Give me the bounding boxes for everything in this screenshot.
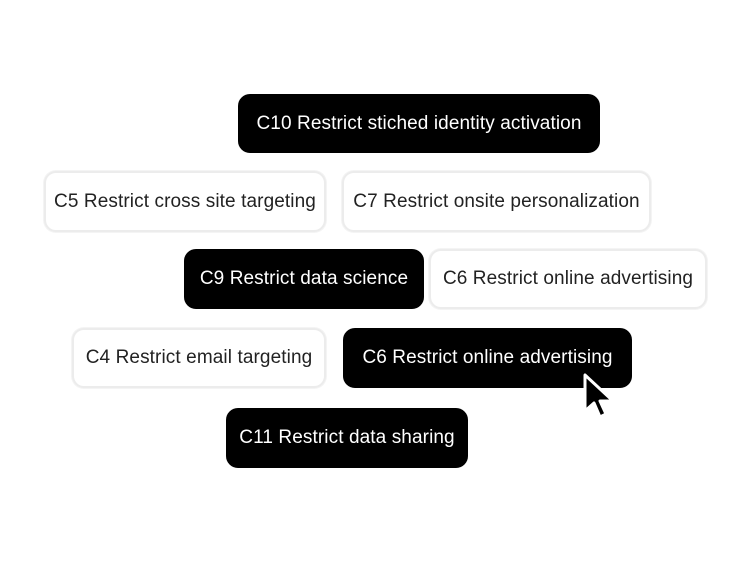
chip-label: C11 Restrict data sharing <box>239 427 455 448</box>
chip-label: C10 Restrict stiched identity activation <box>256 112 582 134</box>
chip-label: C6 Restrict online advertising <box>442 268 694 289</box>
chip-c11-restrict-data-sharing[interactable]: C11 Restrict data sharing <box>226 408 468 468</box>
chip-c10-restrict-stiched-identity-activation[interactable]: C10 Restrict stiched identity activation <box>238 94 600 153</box>
chip-c6-restrict-online-advertising-selected[interactable]: C6 Restrict online advertising <box>343 328 632 388</box>
chip-c5-restrict-cross-site-targeting[interactable]: C5 Restrict cross site targeting <box>44 171 326 232</box>
chip-label: C7 Restrict onsite personalization <box>353 190 640 212</box>
chip-c9-restrict-data-science[interactable]: C9 Restrict data science <box>184 249 424 309</box>
chip-c6-restrict-online-advertising[interactable]: C6 Restrict online advertising <box>429 249 707 309</box>
chip-label: C5 Restrict cross site targeting <box>54 190 316 212</box>
chip-c4-restrict-email-targeting[interactable]: C4 Restrict email targeting <box>72 328 326 388</box>
chip-label: C9 Restrict data science <box>199 268 409 289</box>
chip-label: C6 Restrict online advertising <box>362 347 613 368</box>
chip-label: C4 Restrict email targeting <box>85 347 313 368</box>
mouse-pointer-icon <box>583 373 615 419</box>
chip-c7-restrict-onsite-personalization[interactable]: C7 Restrict onsite personalization <box>342 171 651 232</box>
